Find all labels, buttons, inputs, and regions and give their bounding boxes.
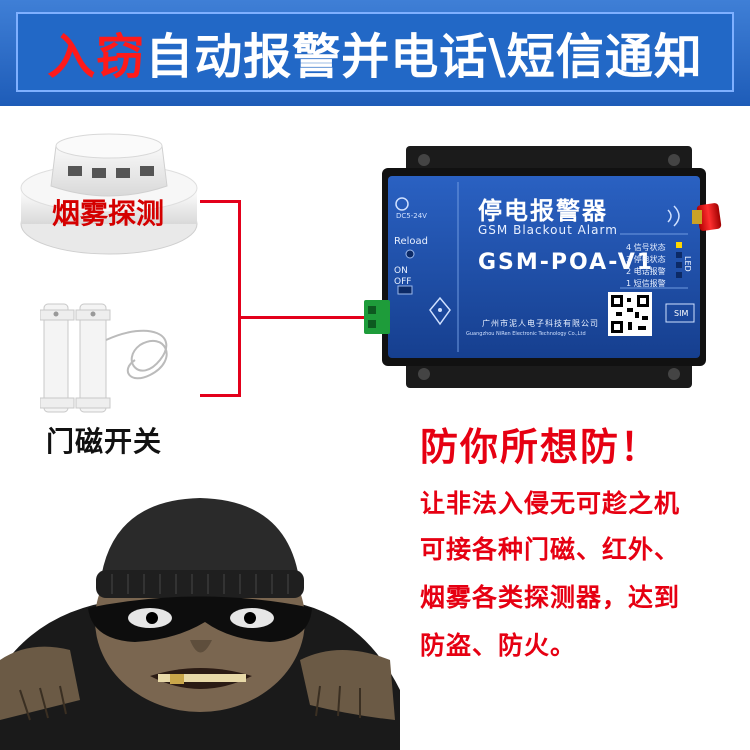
device-sim-label: SIM — [674, 309, 689, 318]
thief-illustration — [0, 498, 400, 750]
device-company-cn: 广州市泥人电子科技有限公司 — [482, 319, 599, 328]
header-banner: 入窃自动报警并电话\短信通知 — [0, 0, 750, 106]
device-dc-label: DC5-24V — [396, 212, 427, 220]
wire-smoke — [200, 200, 240, 203]
wire-door — [200, 394, 240, 397]
page-title: 入窃自动报警并电话\短信通知 — [47, 17, 703, 87]
banner-frame: 入窃自动报警并电话\短信通知 — [16, 12, 734, 92]
device-model: GSM-POA-V1 — [478, 250, 655, 275]
led-item: 3 停电状态 — [626, 255, 666, 264]
led-item: 2 电话报警 — [626, 267, 666, 276]
device-on-label: ON — [394, 266, 408, 276]
smoke-detector-image — [20, 133, 198, 255]
title-text: 自动报警并电话\短信通知 — [145, 29, 703, 85]
wire-to-device — [240, 316, 368, 319]
door-sensor-label: 门磁开关 — [46, 425, 163, 458]
device-company-en: Guangzhou NiRen Electronic Technology Co… — [466, 331, 586, 337]
led-item: 4 信号状态 — [626, 243, 666, 252]
description-line: 防盗、防火。 — [420, 631, 577, 660]
device-name-en: GSM Blackout Alarm — [478, 223, 618, 237]
door-magnetic-switch-image — [40, 303, 168, 413]
smoke-detector-label: 烟雾探测 — [51, 197, 164, 230]
alarm-device-image — [364, 146, 722, 388]
led-item: 1 短信报警 — [626, 279, 666, 288]
description-line: 让非法入侵无可趁之机 — [420, 489, 681, 518]
qr-code — [608, 292, 652, 336]
description-line: 可接各种门磁、红外、 — [420, 535, 681, 564]
device-name-cn: 停电报警器 — [478, 197, 608, 225]
title-highlight: 入窃 — [47, 29, 146, 85]
description-line: 烟雾各类探测器，达到 — [420, 583, 681, 612]
led-title: LED — [683, 256, 692, 272]
device-off-label: OFF — [394, 277, 412, 287]
device-reload-label: Reload — [394, 236, 429, 247]
slogan: 防你所想防！ — [420, 425, 661, 469]
wire-vertical — [238, 200, 241, 397]
